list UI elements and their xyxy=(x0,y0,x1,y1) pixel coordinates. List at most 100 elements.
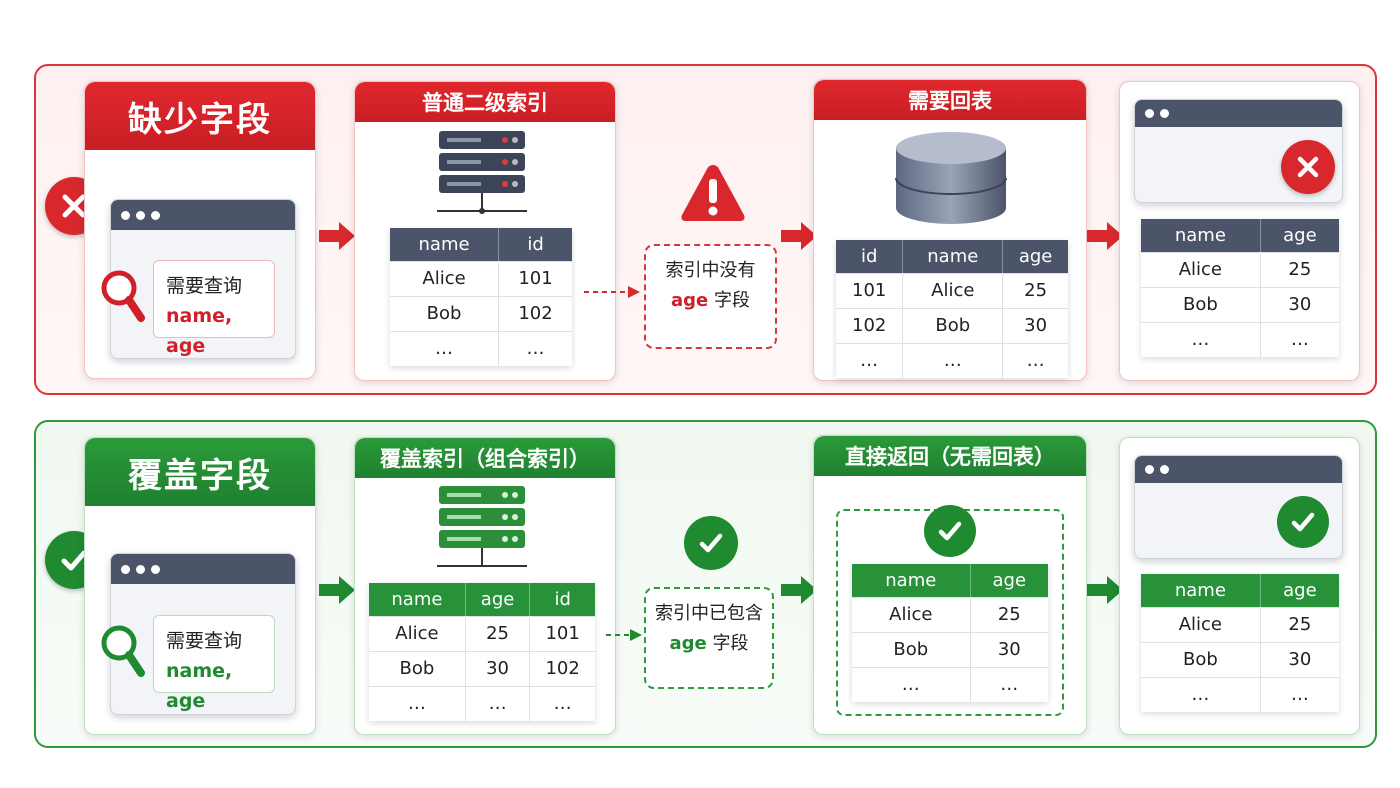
covering-field-title: 覆盖字段 xyxy=(85,438,315,506)
server-icon xyxy=(437,486,527,567)
window-titlebar xyxy=(1135,456,1342,483)
table-header: age xyxy=(1260,219,1339,252)
table-cell: 101 xyxy=(498,260,572,296)
table-cell: Bob xyxy=(369,650,466,686)
table-cell: … xyxy=(529,685,595,721)
clustered-index-table: id name age 101 Alice 25 102 Bob 30 … … … xyxy=(836,240,1068,378)
table-cell: … xyxy=(1260,676,1339,712)
query-label: 需要查询 xyxy=(166,275,243,297)
query-fields-box: 需要查询 name, age xyxy=(153,615,275,712)
table-cell: Bob xyxy=(1141,286,1261,322)
table-row: Alice 25 xyxy=(1141,251,1339,287)
result-table: name age Alice 25 Bob 30 … … xyxy=(1141,574,1339,712)
table-row: Alice 101 xyxy=(390,260,572,296)
covering-index-table: name age id Alice 25 101 Bob 30 102 … … … xyxy=(369,583,595,721)
note-field: age xyxy=(669,633,707,654)
table-cell: … xyxy=(498,330,572,366)
table-lookup-title: 需要回表 xyxy=(814,80,1086,120)
table-cell: … xyxy=(465,685,531,721)
table-cell: … xyxy=(902,342,1004,378)
direct-return-card: 直接返回（无需回表） name age Alice 25 Bob 30 … … xyxy=(813,435,1087,735)
table-cell: … xyxy=(390,330,500,366)
table-header-row: name age xyxy=(852,564,1048,597)
table-header-row: name id xyxy=(390,228,572,261)
table-cell: … xyxy=(836,342,904,378)
secondary-index-table: name id Alice 101 Bob 102 … … xyxy=(390,228,572,366)
table-header: id xyxy=(498,228,572,261)
table-cell: Alice xyxy=(852,596,971,632)
table-cell: Alice xyxy=(1141,251,1261,287)
note-line: age 字段 xyxy=(646,629,772,659)
missing-field-title: 缺少字段 xyxy=(85,82,315,150)
table-row: Alice 25 xyxy=(1141,606,1339,642)
table-cell: … xyxy=(1141,676,1261,712)
table-header: name xyxy=(1141,574,1261,607)
note-suffix: 字段 xyxy=(708,290,750,311)
table-cell: Alice xyxy=(390,260,500,296)
direct-return-table: name age Alice 25 Bob 30 … … xyxy=(852,564,1048,702)
query-fields: name, age xyxy=(166,660,233,712)
table-header: name xyxy=(902,240,1004,273)
table-row: Alice 25 101 xyxy=(369,615,595,651)
table-cell: 102 xyxy=(498,295,572,331)
table-header-row: name age xyxy=(1141,574,1339,607)
result-card-covering: name age Alice 25 Bob 30 … … xyxy=(1119,437,1360,735)
table-cell: 30 xyxy=(1260,286,1339,322)
missing-field-note: 索引中没有 age 字段 xyxy=(644,244,777,349)
covering-index-title: 覆盖索引（组合索引） xyxy=(355,438,615,478)
arrow-right-icon xyxy=(1087,576,1123,604)
table-cell: 25 xyxy=(1260,251,1339,287)
warning-icon xyxy=(681,165,745,221)
table-cell: Bob xyxy=(390,295,500,331)
query-fields-box: 需要查询 name, age xyxy=(153,260,275,357)
check-circle-icon xyxy=(924,505,976,557)
table-cell: Bob xyxy=(1141,641,1261,677)
covering-index-card: 覆盖索引（组合索引） name age id Alice 25 101 Bob … xyxy=(354,437,616,735)
table-header-row: id name age xyxy=(836,240,1068,273)
secondary-index-title: 普通二级索引 xyxy=(355,82,615,122)
query-fields: name, age xyxy=(166,305,233,357)
arrow-right-icon xyxy=(781,222,817,250)
table-cell: … xyxy=(1002,342,1068,378)
table-header: id xyxy=(529,583,595,616)
table-cell: 101 xyxy=(529,615,595,651)
table-header: age xyxy=(1002,240,1068,273)
table-cell: Bob xyxy=(902,307,1004,343)
table-cell: 102 xyxy=(529,650,595,686)
result-card-missing: name age Alice 25 Bob 30 … … xyxy=(1119,81,1360,381)
table-row: Bob 30 102 xyxy=(369,650,595,686)
table-cell: Alice xyxy=(902,272,1004,308)
table-cell: 25 xyxy=(465,615,531,651)
table-header-row: name age id xyxy=(369,583,595,616)
table-header-row: name age xyxy=(1141,219,1339,252)
table-cell: Bob xyxy=(852,631,971,667)
table-header: age xyxy=(465,583,531,616)
database-icon xyxy=(895,132,1007,224)
error-circle-icon xyxy=(1281,140,1335,194)
table-header: age xyxy=(1260,574,1339,607)
table-cell: … xyxy=(369,685,466,721)
magnifier-icon xyxy=(101,625,145,677)
table-header: age xyxy=(970,564,1048,597)
table-cell: 25 xyxy=(970,596,1048,632)
note-field: age xyxy=(671,290,709,311)
table-cell: … xyxy=(852,666,971,702)
table-row: Alice 25 xyxy=(852,596,1048,632)
arrow-right-icon xyxy=(319,576,355,604)
table-cell: … xyxy=(970,666,1048,702)
table-header: name xyxy=(369,583,466,616)
table-cell: 30 xyxy=(1260,641,1339,677)
table-cell: 30 xyxy=(465,650,531,686)
table-cell: … xyxy=(1141,321,1261,357)
secondary-index-card: 普通二级索引 name id Alice 101 Bob 102 … … xyxy=(354,81,616,381)
table-row: Bob 30 xyxy=(852,631,1048,667)
table-row: … … xyxy=(1141,676,1339,712)
covering-field-card: 覆盖字段 需要查询 name, age xyxy=(84,437,316,735)
covering-field-note: 索引中已包含 age 字段 xyxy=(644,587,774,689)
dashed-arrow-icon xyxy=(606,629,642,641)
note-line: 索引中已包含 xyxy=(655,603,763,624)
arrow-right-icon xyxy=(319,222,355,250)
server-icon xyxy=(437,131,527,214)
missing-field-card: 缺少字段 需要查询 name, age xyxy=(84,81,316,379)
note-line: 索引中没有 xyxy=(665,260,756,281)
